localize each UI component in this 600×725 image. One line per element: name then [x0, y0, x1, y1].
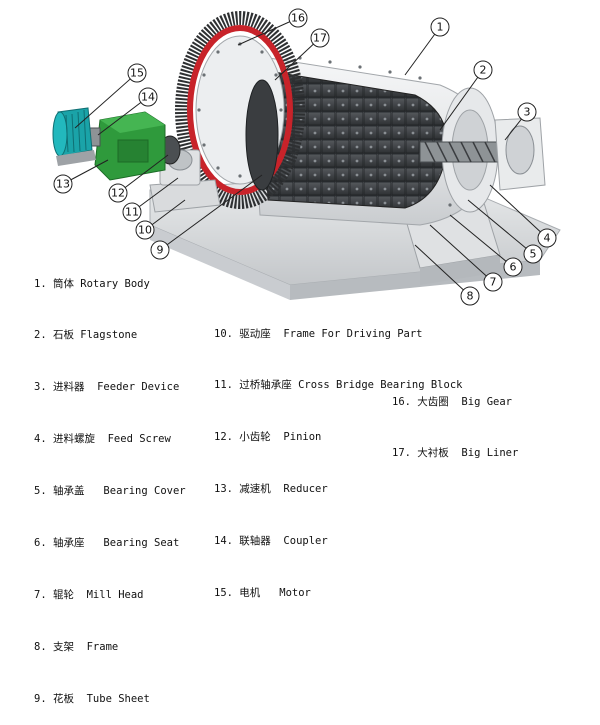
- leader-line-2: [439, 69, 484, 131]
- callout-13: 13: [53, 174, 73, 194]
- callout-number: 8: [467, 290, 474, 303]
- callout-10: 10: [135, 220, 155, 240]
- feed-screw: [419, 141, 511, 163]
- callout-number: 5: [530, 248, 537, 261]
- feeder-device: [494, 117, 546, 191]
- callout-9: 9: [150, 240, 170, 260]
- leader-line-14: [97, 96, 149, 136]
- leader-lines: [62, 17, 548, 297]
- callout-circle: [517, 102, 537, 122]
- legend-item: 6. 轴承座 Bearing Seat: [34, 537, 180, 550]
- reducer: [94, 111, 166, 181]
- callout-number: 11: [125, 206, 139, 219]
- tube-sheet: [245, 79, 279, 191]
- leader-line-6: [449, 214, 514, 268]
- callout-16: 16: [288, 8, 308, 28]
- callout-circle: [288, 8, 308, 28]
- legend-item: 5. 轴承盖 Bearing Cover: [34, 485, 186, 498]
- legend-item: 11. 过桥轴承座 Cross Bridge Bearing Block: [214, 379, 463, 392]
- callout-circle: [127, 63, 147, 83]
- leader-line-9: [159, 174, 263, 251]
- callout-12: 12: [108, 183, 128, 203]
- callout-circle: [473, 60, 493, 80]
- callout-7: 7: [483, 272, 503, 292]
- leader-line-5: [467, 199, 534, 255]
- callout-number: 7: [490, 276, 497, 289]
- callout-number: 2: [480, 64, 487, 77]
- callout-circle: [108, 183, 128, 203]
- legend-item: 7. 辊轮 Mill Head: [34, 588, 144, 601]
- leader-line-11: [131, 177, 179, 213]
- legend-item: 10. 驱动座 Frame For Driving Part: [214, 327, 423, 340]
- legend-item: 2. 石板 Flagstone: [34, 329, 138, 342]
- callout-circle: [53, 174, 73, 194]
- callout-8: 8: [460, 286, 480, 306]
- callout-1: 1: [430, 17, 450, 37]
- callout-6: 6: [503, 257, 523, 277]
- legend-item: 9. 花板 Tube Sheet: [34, 692, 150, 705]
- callout-15: 15: [127, 63, 147, 83]
- callout-number: 17: [313, 32, 327, 45]
- legend-item: 13. 减速机 Reducer: [214, 483, 328, 496]
- leader-line-1: [404, 26, 441, 76]
- callout-5: 5: [523, 244, 543, 264]
- legend-right: 16. 大齿圈 Big Gear 17. 大衬板 Big Liner: [392, 359, 518, 480]
- callout-number: 6: [510, 261, 517, 274]
- callout-circle: [430, 17, 450, 37]
- callout-number: 1: [437, 21, 444, 34]
- callout-number: 12: [111, 187, 125, 200]
- leader-line-17: [274, 37, 321, 81]
- callout-11: 11: [122, 202, 142, 222]
- legend-item: 14. 联轴器 Coupler: [214, 535, 328, 548]
- callout-circle: [537, 228, 557, 248]
- callout-number: 16: [291, 12, 305, 25]
- callout-circle: [523, 244, 543, 264]
- callout-number: 3: [524, 106, 531, 119]
- legend-item: 16. 大齿圈 Big Gear: [392, 395, 513, 408]
- leader-line-16: [237, 17, 299, 46]
- leader-line-15: [74, 72, 138, 129]
- callout-number: 4: [544, 232, 551, 245]
- callout-circle: [483, 272, 503, 292]
- callout-2: 2: [473, 60, 493, 80]
- legend-item: 1. 筒体 Rotary Body: [34, 277, 150, 290]
- callout-number: 15: [130, 67, 144, 80]
- legend-item: 4. 进料螺旋 Feed Screw: [34, 433, 171, 446]
- leader-line-4: [489, 184, 548, 239]
- legend-item: 8. 支架 Frame: [34, 640, 119, 653]
- callout-circle: [150, 240, 170, 260]
- leader-line-12: [117, 154, 169, 194]
- callout-number: 13: [56, 178, 70, 191]
- callout-17: 17: [310, 28, 330, 48]
- callout-circle: [138, 87, 158, 107]
- callout-14: 14: [138, 87, 158, 107]
- motor: [52, 107, 96, 166]
- callout-circle: [503, 257, 523, 277]
- callout-3: 3: [517, 102, 537, 122]
- leader-line-8: [414, 244, 471, 297]
- callout-circle: [122, 202, 142, 222]
- leader-line-7: [429, 224, 494, 283]
- callout-number: 10: [138, 224, 152, 237]
- callout-circle: [135, 220, 155, 240]
- legend-item: 15. 电机 Motor: [214, 587, 311, 600]
- callout-number: 14: [141, 91, 155, 104]
- callout-circle: [310, 28, 330, 48]
- callout-circle: [460, 286, 480, 306]
- rotary-body: [249, 54, 492, 226]
- legend-item: 3. 进料器 Feeder Device: [34, 381, 180, 394]
- callout-number: 9: [157, 244, 164, 257]
- callout-4: 4: [537, 228, 557, 248]
- legend-item: 17. 大衬板 Big Liner: [392, 447, 519, 460]
- big-gear: [175, 11, 305, 209]
- legend-left: 1. 筒体 Rotary Body 2. 石板 Flagstone 3. 进料器…: [34, 241, 186, 725]
